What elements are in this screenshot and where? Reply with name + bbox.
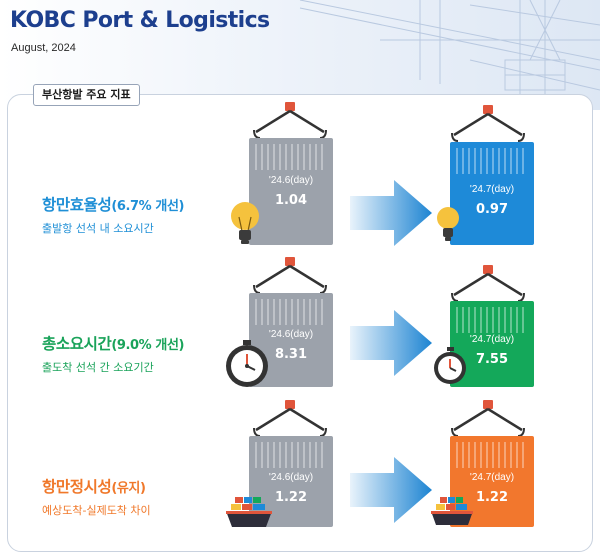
crane-hook-icon <box>451 400 525 437</box>
after-value: 1.22 <box>475 490 509 505</box>
row-title: 총소요시간(9.0% 개선) <box>42 335 185 353</box>
page-title: KOBC Port & Logistics <box>10 8 270 33</box>
row-title: 항만정시성(유지) <box>42 478 146 496</box>
before-value: 1.04 <box>274 193 308 208</box>
before-value: 8.31 <box>274 347 308 362</box>
container-before: '24.6(day) 8.31 <box>249 293 333 387</box>
port-crane-illustration <box>299 0 600 100</box>
row-subtitle: 출도착 선석 간 소요기간 <box>42 361 154 374</box>
light-bulb-icon <box>437 207 459 241</box>
before-value: 1.22 <box>274 490 308 505</box>
before-label: '24.6(day) <box>268 329 314 340</box>
right-arrow-icon <box>350 180 432 246</box>
after-label: '24.7(day) <box>469 334 515 345</box>
crane-hook-icon <box>253 102 327 139</box>
after-label: '24.7(day) <box>469 472 515 483</box>
stopwatch-icon <box>226 340 268 387</box>
before-label: '24.6(day) <box>268 175 314 186</box>
indicator-row-total-time: 총소요시간(9.0% 개선) 출도착 선석 간 소요기간 '24.6(day) … <box>0 250 600 400</box>
container-ship-icon <box>431 497 473 525</box>
container-before: '24.6(day) 1.04 <box>249 138 333 245</box>
indicator-row-punctuality: 항만정시성(유지) 예상도착-실제도착 차이 '24.6(day) 1.22 <box>0 395 600 545</box>
after-value: 0.97 <box>475 202 509 217</box>
crane-hook-icon <box>451 105 525 142</box>
report-date: August, 2024 <box>11 42 76 54</box>
before-label: '24.6(day) <box>268 472 314 483</box>
row-title: 항만효율성(6.7% 개선) <box>42 196 185 214</box>
stopwatch-icon <box>434 347 466 384</box>
container-ship-icon <box>226 497 272 527</box>
right-arrow-icon <box>350 457 432 523</box>
indicator-row-efficiency: 항만효율성(6.7% 개선) 출발항 선석 내 소요시간 '24.6(day) … <box>0 100 600 250</box>
crane-hook-icon <box>253 400 327 437</box>
container-after: '24.7(day) 0.97 <box>450 142 534 245</box>
right-arrow-icon <box>350 310 432 376</box>
panel-tag: 부산항발 주요 지표 <box>33 84 140 106</box>
after-value: 7.55 <box>475 352 509 367</box>
crane-hook-icon <box>253 257 327 294</box>
row-subtitle: 예상도착-실제도착 차이 <box>42 504 151 517</box>
light-bulb-icon <box>231 202 259 244</box>
after-label: '24.7(day) <box>469 184 515 195</box>
crane-hook-icon <box>451 265 525 302</box>
row-subtitle: 출발항 선석 내 소요시간 <box>42 222 154 235</box>
